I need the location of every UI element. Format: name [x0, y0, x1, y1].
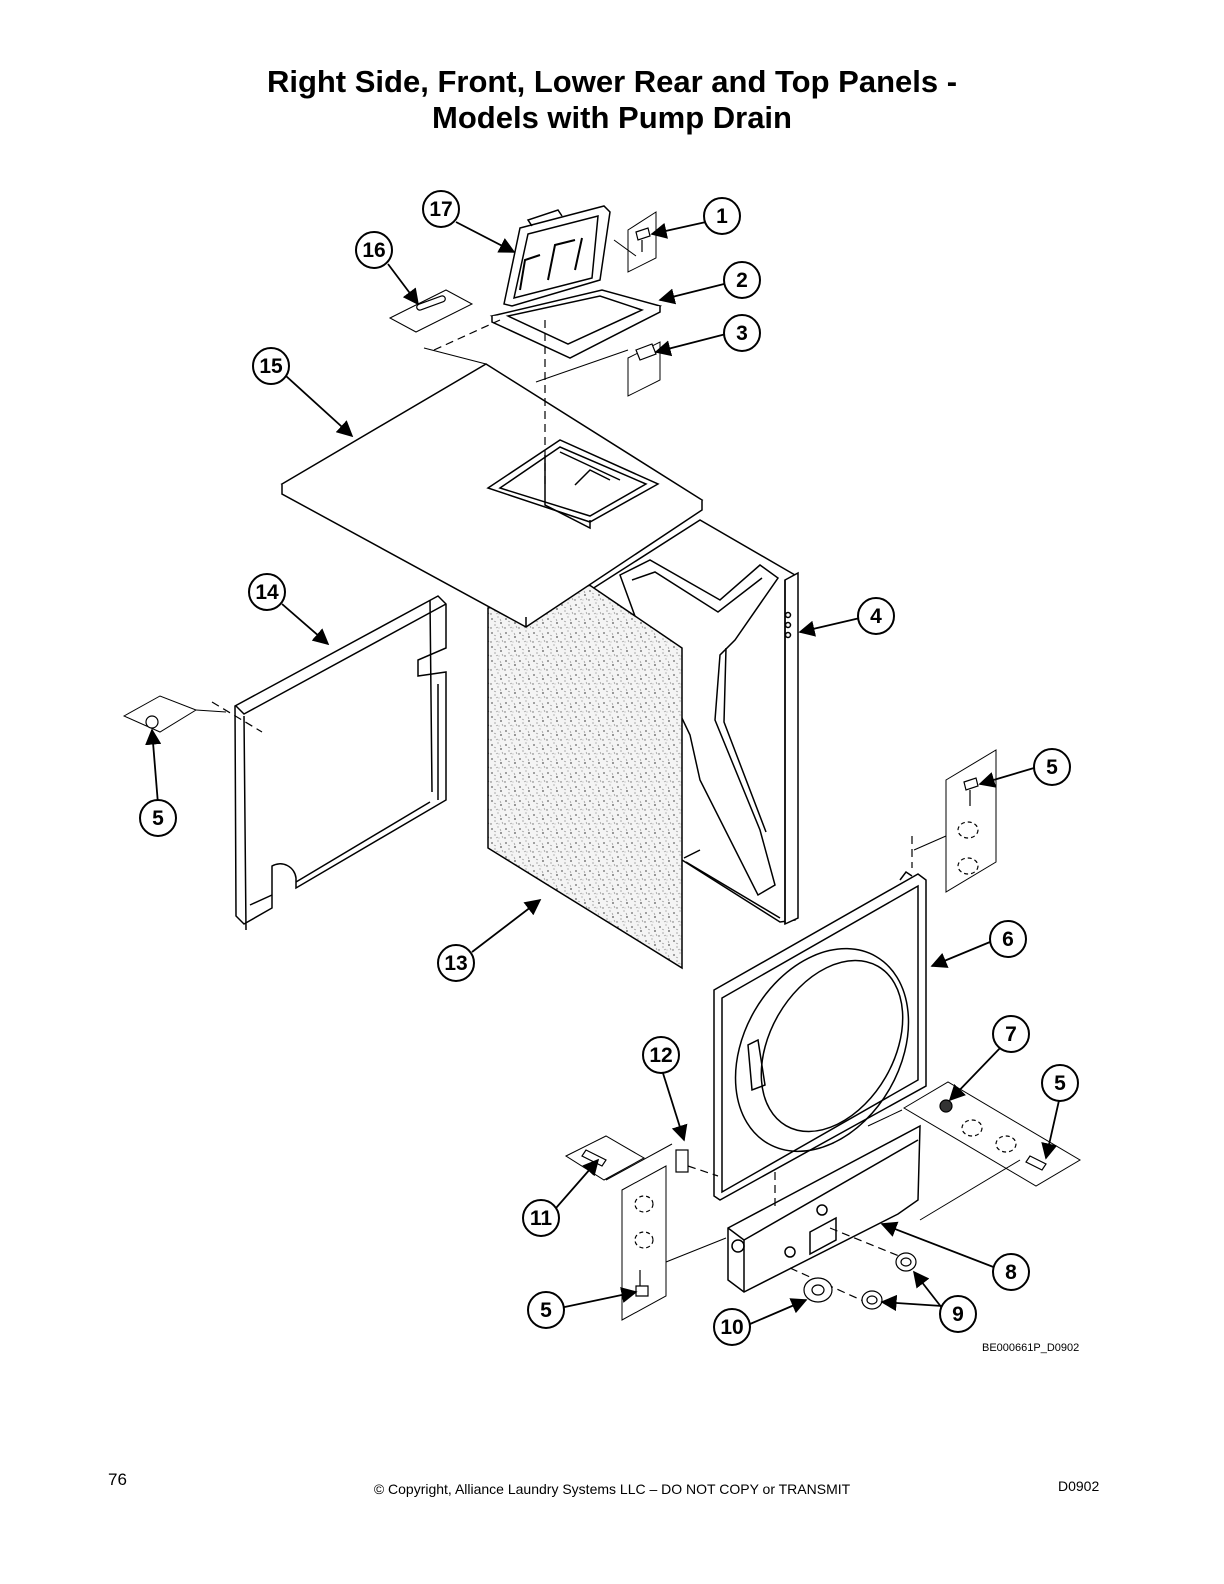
callout-circle	[723, 314, 761, 352]
callout-circle	[992, 1253, 1030, 1291]
callout-5: 5	[527, 1291, 565, 1329]
callout-number: 5	[540, 1299, 552, 1322]
callout-number: 3	[736, 322, 748, 345]
callout-11: 11	[522, 1199, 560, 1237]
callout-5: 5	[1033, 748, 1071, 786]
callout-circle	[989, 920, 1027, 958]
lower-rear-panel-part-14	[234, 595, 447, 931]
callout-number: 17	[429, 198, 452, 221]
callout-number: 9	[952, 1303, 964, 1326]
page-title-line-1: Right Side, Front, Lower Rear and Top Pa…	[266, 64, 958, 99]
callout-circle	[139, 799, 177, 837]
callout-number: 8	[1005, 1261, 1017, 1284]
callout-7: 7	[992, 1015, 1030, 1053]
callout-10: 10	[713, 1308, 751, 1346]
callout-circle	[527, 1291, 565, 1329]
callout-circle	[248, 573, 286, 611]
lower-front-panel-part-8	[727, 1124, 921, 1293]
callout-circle	[252, 347, 290, 385]
callout-number: 13	[444, 952, 467, 975]
callout-16: 16	[355, 231, 393, 269]
callout-number: 16	[362, 239, 385, 262]
callout-5: 5	[139, 799, 177, 837]
callout-circle	[437, 944, 475, 982]
page-number: 76	[108, 1470, 127, 1489]
callout-number: 2	[736, 269, 748, 292]
figure-id: BE000661P_D0902	[982, 1342, 1080, 1354]
callout-number: 10	[720, 1316, 743, 1339]
callout-13: 13	[437, 944, 475, 982]
callout-circle	[857, 597, 895, 635]
callout-9: 9	[939, 1295, 977, 1333]
callout-number: 6	[1002, 928, 1014, 951]
lid-assembly-part-17-part-2	[489, 205, 663, 359]
callout-3: 3	[723, 314, 761, 352]
side-panel-part-13	[487, 583, 683, 970]
callout-circle	[992, 1015, 1030, 1053]
page-title-line-2: Models with Pump Drain	[432, 100, 792, 135]
callout-4: 4	[857, 597, 895, 635]
callout-number: 1	[716, 205, 728, 228]
callout-12: 12	[642, 1036, 680, 1074]
callout-6: 6	[989, 920, 1027, 958]
callout-circle	[713, 1308, 751, 1346]
callout-number: 11	[530, 1207, 553, 1230]
document-code: D0902	[1058, 1478, 1100, 1494]
callout-number: 12	[649, 1044, 672, 1067]
callout-number: 5	[152, 807, 164, 830]
callout-circle	[1041, 1064, 1079, 1102]
callout-circle	[355, 231, 393, 269]
front-panel-part-6	[713, 870, 927, 1201]
callout-number: 4	[870, 605, 882, 628]
callout-circle	[939, 1295, 977, 1333]
callout-1: 1	[703, 197, 741, 235]
top-panel-part-15	[280, 363, 704, 628]
callout-circle	[522, 1199, 560, 1237]
callout-circle	[642, 1036, 680, 1074]
callout-circle	[422, 190, 460, 228]
callout-circle	[703, 197, 741, 235]
callout-circle	[1033, 748, 1071, 786]
callout-number: 15	[259, 355, 283, 378]
callout-number: 5	[1046, 756, 1058, 779]
callout-14: 14	[248, 573, 286, 611]
callout-number: 5	[1054, 1072, 1066, 1095]
callout-number: 7	[1005, 1023, 1017, 1046]
callout-circle	[723, 261, 761, 299]
callout-8: 8	[992, 1253, 1030, 1291]
callout-2: 2	[723, 261, 761, 299]
copyright-notice: © Copyright, Alliance Laundry Systems LL…	[373, 1481, 851, 1497]
callout-5: 5	[1041, 1064, 1079, 1102]
callout-17: 17	[422, 190, 460, 228]
callout-number: 14	[255, 581, 279, 604]
callout-15: 15	[252, 347, 290, 385]
